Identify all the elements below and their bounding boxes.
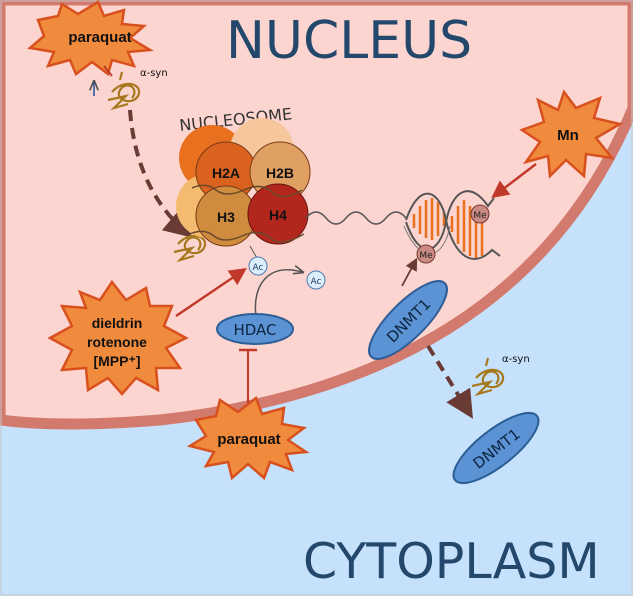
dnmt1-to-dna-arrow <box>401 257 418 287</box>
rotenone-label: rotenone <box>87 334 147 350</box>
methyl-label-upper: Me <box>473 211 487 221</box>
linker-dna <box>305 211 407 225</box>
dna-wrap-1 <box>191 184 303 198</box>
paraquat-top-connector <box>103 65 113 77</box>
acetyl-label-histone: Ac <box>253 263 264 273</box>
alpha-syn-protein-cytoplasm <box>471 357 505 397</box>
alpha-syn-label-cytoplasm: α-syn <box>502 354 530 365</box>
mn-starburst: Mn <box>519 89 624 179</box>
acetyl-mark-histone: Ac <box>248 245 268 276</box>
alpha-syn-label-top: α-syn <box>140 68 168 79</box>
h4-label: H4 <box>269 207 287 223</box>
paraquat-top-label: paraquat <box>68 29 131 46</box>
alpha-syn-protein-top <box>107 71 141 111</box>
methyl-label-lower: Me <box>419 251 433 261</box>
paraquat-bottom-label: paraquat <box>217 431 280 448</box>
hdac-label: HDAC <box>233 321 276 339</box>
dnmt1-export-arrow <box>426 344 473 419</box>
dna-wrap-2 <box>189 230 305 243</box>
asyn-translocation-arrow <box>128 109 193 238</box>
dieldrin-label: dieldrin <box>92 315 143 331</box>
dieldrin-to-ac-arrow <box>175 268 247 318</box>
histone-h4 <box>247 183 309 245</box>
mn-label: Mn <box>557 127 579 144</box>
paraquat-top-starburst: paraquat <box>27 0 154 77</box>
cytoplasm-title: CYTOPLASM <box>303 533 600 590</box>
h2a-label: H2A <box>212 165 240 181</box>
nucleosome: H2A H2B H3 H4 <box>176 118 311 247</box>
nucleus-title: NUCLEUS <box>226 11 472 71</box>
paraquat-bottom-starburst: paraquat <box>186 395 310 481</box>
acetyl-mark-free: Ac <box>306 270 326 290</box>
mpp-label: [MPP⁺] <box>93 353 140 369</box>
methyl-mark-lower: Me <box>416 244 437 264</box>
mn-to-dna-arrow <box>491 163 537 199</box>
methyl-mark-upper: Me <box>470 204 490 224</box>
deacetylation-arrow <box>254 270 302 317</box>
h3-label: H3 <box>217 209 235 225</box>
acetyl-label-free: Ac <box>311 277 322 287</box>
h2b-label: H2B <box>266 165 294 181</box>
dieldrin-rotenone-mpp-starburst: dieldrin rotenone [MPP⁺] <box>47 279 189 396</box>
hdac-enzyme: HDAC <box>216 313 294 345</box>
